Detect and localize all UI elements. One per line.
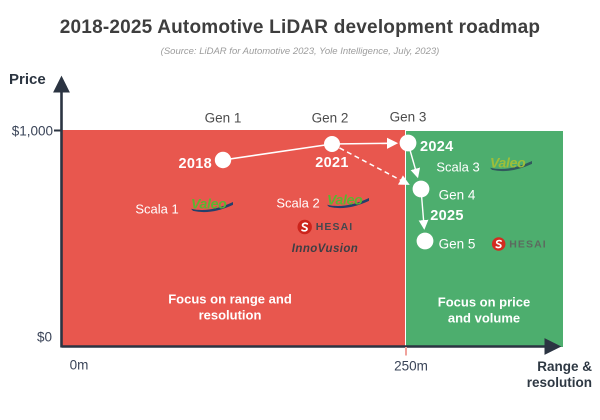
x-tick-label-0m: 0m [69,357,89,373]
chart-title: 2018-2025 Automotive LiDAR development r… [59,17,541,38]
red-region-caption-line1: Focus on range and [168,291,292,307]
gen2-label: Gen 2 [311,110,349,126]
valeo-logo-scala2: Valeo [325,193,371,214]
valeo-wordmark: Valeo [490,156,526,171]
hesai-wordmark: HESAI [315,221,354,233]
hesai-wordmark: HESAI [509,238,547,250]
x-axis-label-line2: resolution [526,375,592,390]
year-2024: 2024 [420,139,454,155]
hesai-logo-red-region: HESAI [297,219,354,235]
valeo-swoosh-icon [327,198,369,209]
hesai-logo-green-region: HESAI [491,237,547,252]
connector-gen2-gen4-dashed-arrow [331,143,410,185]
red-region-caption-line2: resolution [198,307,262,322]
valeo-logo-scala1: Valeo [189,197,235,218]
year-2018: 2018 [178,156,212,172]
connector-gen2-gen3-arrow [331,137,399,149]
scala3-label: Scala 3 [436,159,480,175]
point-gen2 [324,136,340,152]
innovusion-wordmark: InnoVusion [291,243,359,255]
point-gen4 [412,180,430,198]
year-2021: 2021 [315,155,349,171]
y-tick-label-0: $0 [36,329,52,345]
hesai-circle-icon [491,237,506,251]
hesai-circle-icon [297,219,312,235]
chart-source: (Source: LiDAR for Automotive 2023, Yole… [160,46,440,57]
gen5-label: Gen 5 [438,236,476,252]
connector-gen1-gen2 [222,143,333,161]
red-region-caption: Focus on range and resolution [168,292,292,323]
valeo-logo-scala3: Valeo [488,156,534,177]
scala1-label: Scala 1 [135,201,179,217]
scala2-label: Scala 2 [276,195,320,211]
x-tick-label-250m: 250m [394,358,428,374]
point-gen1 [214,151,232,169]
valeo-swoosh-icon [191,202,233,213]
y-axis-label: Price [9,71,46,88]
x-axis-label-line1: Range & [537,359,592,374]
green-region-caption-line1: Focus on price [437,294,531,310]
gen1-label: Gen 1 [204,110,242,126]
year-2025: 2025 [430,208,464,224]
valeo-wordmark: Valeo [191,197,227,212]
x-axis-label: Range & resolution [527,359,592,391]
gen3-label: Gen 3 [389,109,427,125]
green-region-caption-line2: and volume [447,310,521,325]
gen4-label: Gen 4 [438,187,476,203]
region-range-resolution [62,130,405,347]
valeo-swoosh-icon [490,161,532,172]
valeo-wordmark: Valeo [327,193,363,208]
y-tick-label-1000: $1,000 [11,123,53,139]
point-gen5 [416,232,434,250]
green-region-caption: Focus on price and volume [438,295,530,326]
point-gen3 [399,134,417,152]
